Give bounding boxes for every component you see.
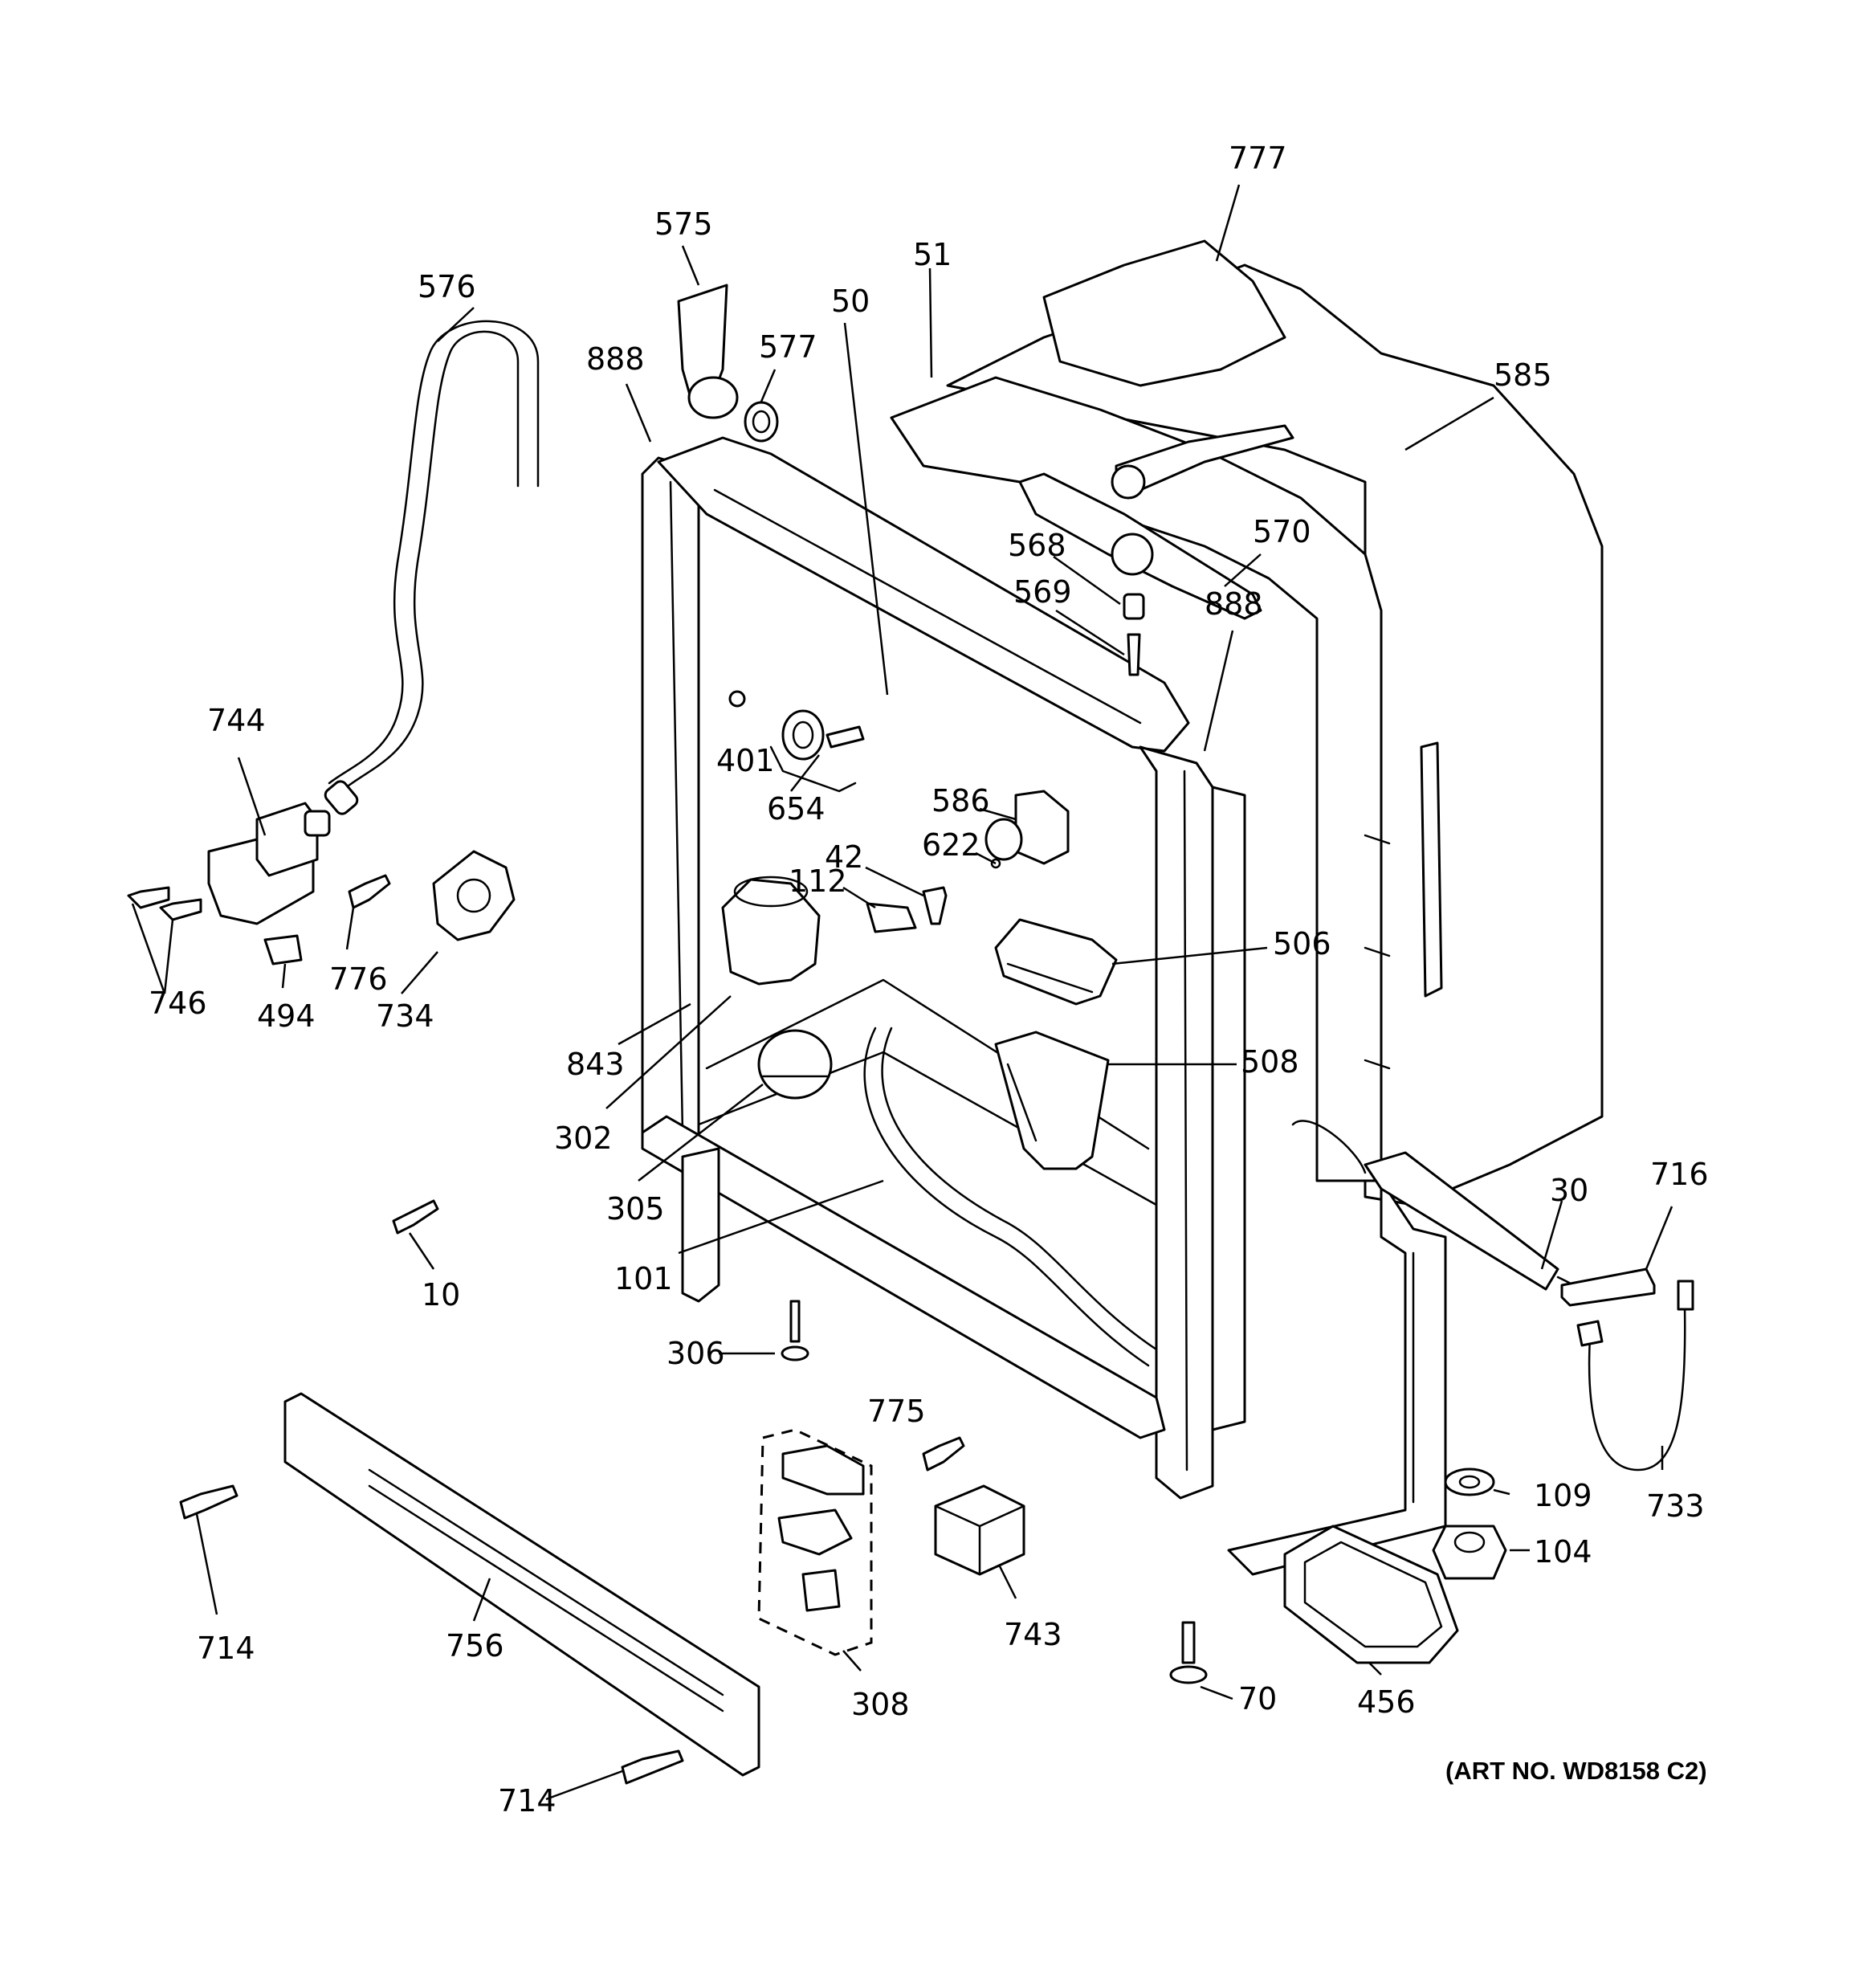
callout-302: 302	[554, 1121, 613, 1156]
gasket-456	[1283, 1525, 1459, 1664]
hub-screw	[1123, 593, 1145, 676]
callout-756: 756	[446, 1628, 504, 1663]
callout-714-bottom: 714	[498, 1783, 556, 1819]
callout-576: 576	[418, 269, 476, 304]
callout-42: 42	[825, 839, 863, 875]
float-306	[781, 1300, 809, 1361]
callout-577: 577	[759, 329, 817, 365]
spring-30	[1291, 1120, 1574, 1295]
screw-42	[922, 886, 948, 925]
filter-506	[994, 918, 1118, 1006]
callout-305: 305	[606, 1191, 665, 1227]
bumper-716	[1560, 1268, 1656, 1307]
leader-lines	[131, 184, 1673, 1801]
callout-569: 569	[1013, 574, 1072, 610]
callout-112: 112	[789, 863, 847, 899]
callout-50: 50	[831, 284, 870, 319]
callout-70: 70	[1238, 1681, 1277, 1717]
callout-888-top: 888	[586, 341, 645, 377]
screw-775	[922, 1436, 965, 1472]
screw-776	[348, 874, 391, 909]
callout-843: 843	[566, 1047, 625, 1082]
callout-585: 585	[1494, 357, 1552, 393]
callout-776: 776	[329, 961, 388, 997]
water-valve	[207, 802, 331, 925]
bracket-756	[283, 1392, 760, 1777]
screw-10	[392, 1199, 439, 1235]
callout-743: 743	[1004, 1617, 1062, 1652]
cover-305	[757, 1029, 833, 1100]
vent-chute	[677, 284, 779, 443]
callout-575: 575	[654, 206, 713, 242]
screw-714-bottom	[621, 1749, 684, 1785]
callout-506: 506	[1273, 926, 1331, 961]
callout-401: 401	[716, 743, 775, 778]
callout-570: 570	[1253, 514, 1311, 549]
clip-112	[866, 902, 917, 933]
washer-109	[1444, 1468, 1495, 1496]
ground-wire-733	[1576, 1280, 1694, 1472]
fill-funnel-586	[984, 790, 1070, 869]
callout-716: 716	[1650, 1157, 1709, 1192]
callout-888-right: 888	[1205, 586, 1263, 622]
callout-308: 308	[851, 1687, 910, 1722]
relay-743	[934, 1484, 1025, 1576]
callout-labels: 777 575 51 50 576 577 888 585 568 570 56…	[149, 141, 1709, 1819]
inlet-hose	[324, 320, 540, 815]
callout-654: 654	[767, 791, 826, 827]
callout-508: 508	[1241, 1044, 1299, 1080]
grommet-401	[728, 690, 746, 708]
heater-302	[721, 876, 821, 986]
callout-733: 733	[1646, 1488, 1705, 1524]
callout-622: 622	[922, 827, 980, 863]
callout-777: 777	[1229, 141, 1287, 176]
leg-70	[1169, 1621, 1208, 1684]
nut-104	[1432, 1525, 1507, 1580]
spray-arm	[1018, 424, 1294, 620]
vent-654	[769, 709, 865, 793]
callout-104: 104	[1534, 1534, 1592, 1570]
callout-734: 734	[376, 998, 434, 1034]
clip-494	[263, 934, 303, 965]
callout-30: 30	[1550, 1173, 1588, 1208]
switch-734	[432, 850, 516, 941]
callout-306: 306	[667, 1336, 725, 1371]
screw-714-left	[179, 1484, 238, 1520]
callout-101: 101	[614, 1261, 673, 1296]
callout-746: 746	[149, 986, 207, 1021]
callout-714-left: 714	[197, 1631, 255, 1666]
basket-508	[994, 1031, 1110, 1170]
callout-586: 586	[932, 783, 990, 818]
art-number: (ART NO. WD8158 C2)	[1445, 1757, 1707, 1785]
callout-456: 456	[1357, 1684, 1416, 1720]
screws-746	[127, 886, 202, 921]
callout-744: 744	[207, 703, 266, 738]
callout-775: 775	[867, 1394, 926, 1429]
callout-51: 51	[913, 237, 952, 272]
callout-568: 568	[1008, 528, 1066, 563]
assembly-308	[757, 1428, 873, 1656]
callout-10: 10	[422, 1277, 460, 1312]
callout-494: 494	[257, 998, 316, 1034]
callout-109: 109	[1534, 1478, 1592, 1513]
